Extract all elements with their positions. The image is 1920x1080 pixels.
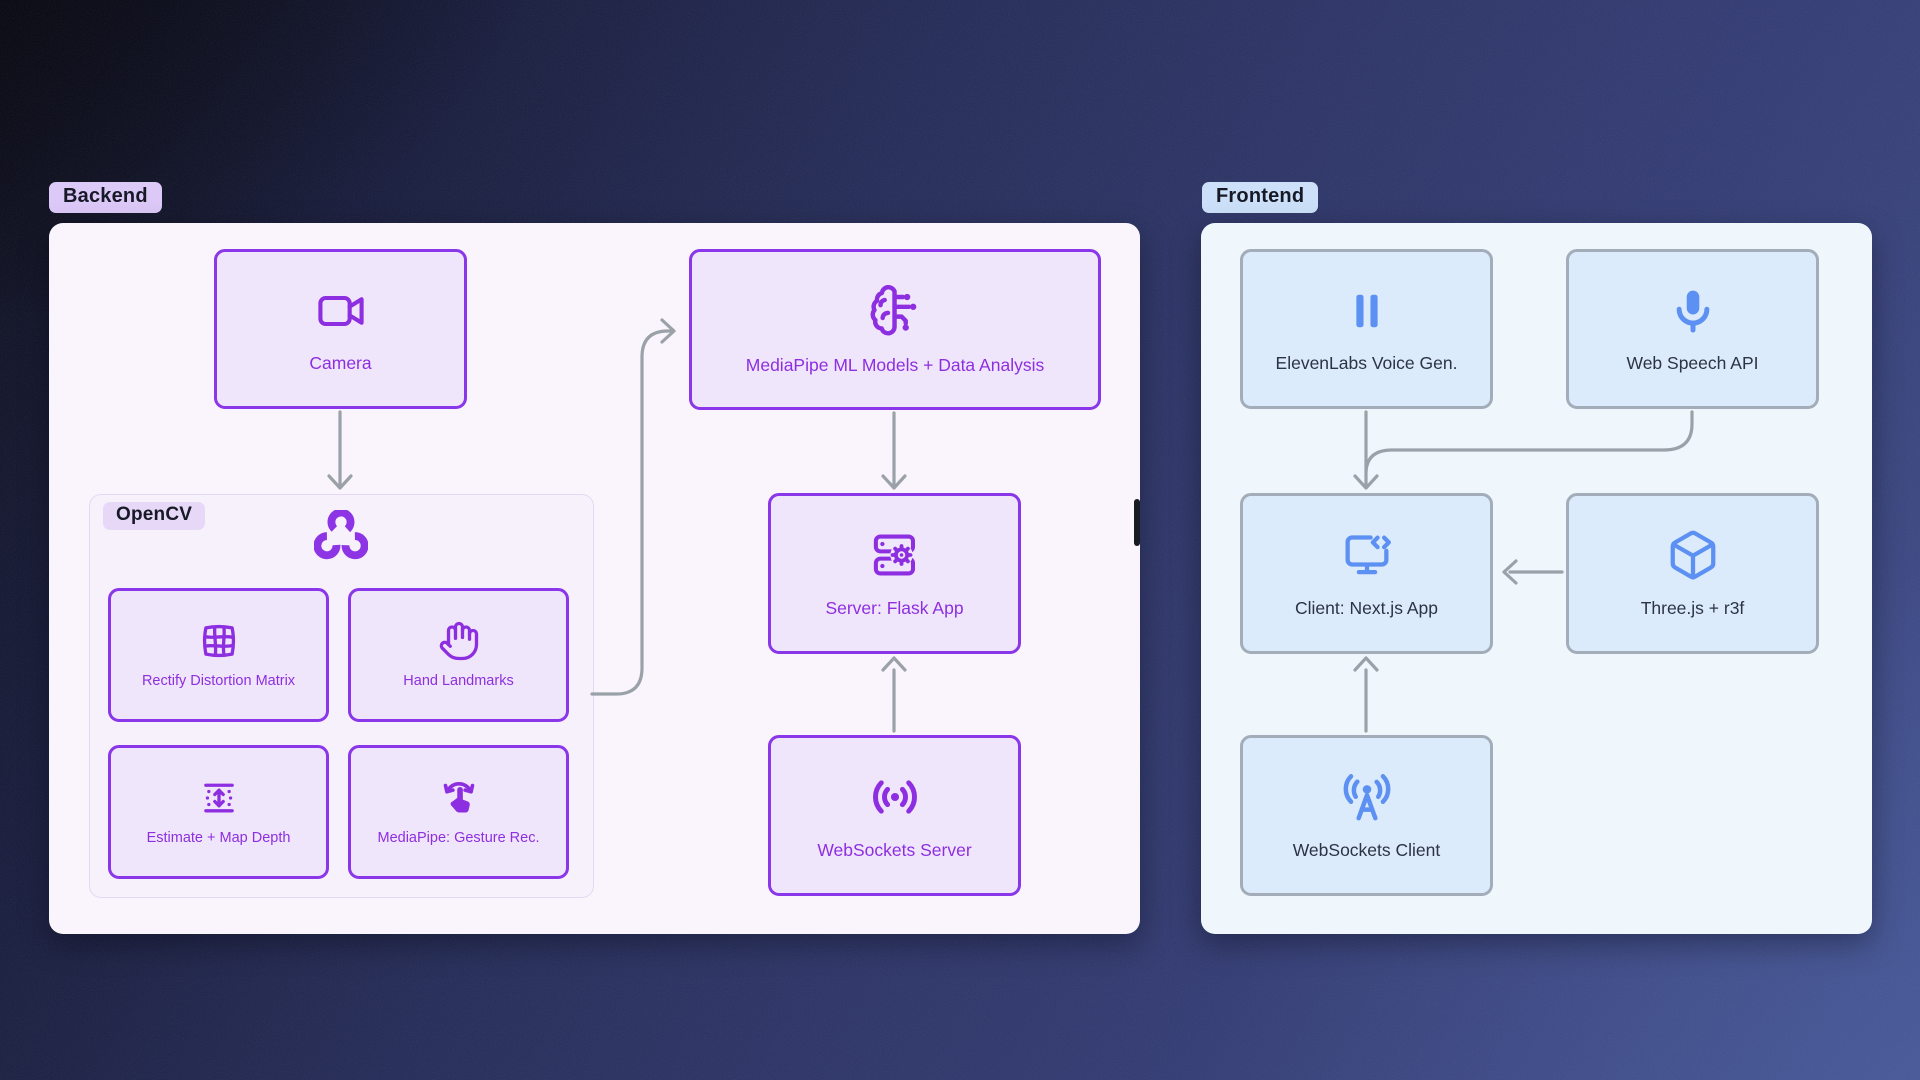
brain-circuit-icon xyxy=(867,283,923,339)
node-label: Server: Flask App xyxy=(825,598,964,619)
node-label: Rectify Distortion Matrix xyxy=(141,673,296,690)
node-label: Three.js + r3f xyxy=(1640,598,1745,619)
frontend-group-label-text: Frontend xyxy=(1216,185,1305,207)
opencv-logo-icon xyxy=(314,510,368,560)
node-client-nextjs-app[interactable]: Client: Next.js App xyxy=(1240,493,1493,654)
node-label: MediaPipe: Gesture Rec. xyxy=(377,830,540,847)
opencv-group-label-text: OpenCV xyxy=(116,504,193,525)
node-estimate-map-depth[interactable]: Estimate + Map Depth xyxy=(108,745,329,879)
backend-group-label: Backend xyxy=(49,182,162,213)
frontend-group-label: Frontend xyxy=(1202,182,1319,213)
node-label: Camera xyxy=(309,352,372,373)
pause-bars-icon xyxy=(1341,285,1393,337)
cube-icon xyxy=(1666,528,1720,582)
node-rectify-distortion-matrix[interactable]: Rectify Distortion Matrix xyxy=(108,588,329,722)
node-elevenlabs-voice-gen[interactable]: ElevenLabs Voice Gen. xyxy=(1240,249,1493,409)
node-label: WebSockets Server xyxy=(817,840,972,861)
depth-arrows-icon xyxy=(198,777,240,819)
warped-grid-icon xyxy=(198,620,240,662)
gesture-swipe-icon xyxy=(438,777,480,819)
node-threejs-r3f[interactable]: Three.js + r3f xyxy=(1566,493,1819,654)
node-web-speech-api[interactable]: Web Speech API xyxy=(1566,249,1819,409)
hand-icon xyxy=(438,620,480,662)
node-mediapipe-ml-models[interactable]: MediaPipe ML Models + Data Analysis xyxy=(689,249,1101,410)
node-label: WebSockets Client xyxy=(1292,840,1441,861)
node-camera[interactable]: Camera xyxy=(214,249,467,409)
node-label: Estimate + Map Depth xyxy=(146,830,291,847)
node-hand-landmarks[interactable]: Hand Landmarks xyxy=(348,588,569,722)
radio-waves-icon xyxy=(868,770,922,824)
node-mediapipe-gesture-rec[interactable]: MediaPipe: Gesture Rec. xyxy=(348,745,569,879)
video-camera-icon xyxy=(315,285,367,337)
node-websockets-server[interactable]: WebSockets Server xyxy=(768,735,1021,896)
node-label: Hand Landmarks xyxy=(403,673,514,690)
scrollbar-thumb[interactable] xyxy=(1134,499,1140,546)
radio-tower-icon xyxy=(1340,770,1394,824)
node-label: ElevenLabs Voice Gen. xyxy=(1275,352,1458,373)
node-label: Web Speech API xyxy=(1626,352,1759,373)
opencv-group-label: OpenCV xyxy=(103,502,206,530)
microphone-icon xyxy=(1667,285,1719,337)
node-server-flask-app[interactable]: Server: Flask App xyxy=(768,493,1021,654)
node-websockets-client[interactable]: WebSockets Client xyxy=(1240,735,1493,896)
node-label: Client: Next.js App xyxy=(1295,598,1438,619)
server-gear-icon xyxy=(868,528,922,582)
backend-group-label-text: Backend xyxy=(63,185,148,207)
monitor-code-icon xyxy=(1340,528,1394,582)
node-label: MediaPipe ML Models + Data Analysis xyxy=(745,355,1045,376)
